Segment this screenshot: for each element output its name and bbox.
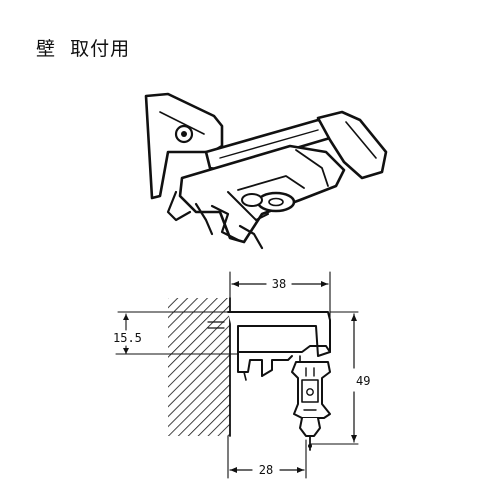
dimension-offset-label: 15.5 [113,331,142,345]
bracket-perspective-sketch [144,92,388,250]
bracket-profile [207,311,331,381]
dimension-bottom-width-label: 28 [259,463,273,477]
dimension-top-width-label: 38 [272,277,286,291]
wall-hatching [168,298,230,436]
page-title: 壁 取付用 [36,38,131,60]
dimension-height-label: 49 [356,374,370,388]
extension-lines [117,271,359,479]
rail-section [291,361,331,451]
dimension-top-width: 38 [231,277,329,291]
dimension-offset: 15.5 [113,313,239,355]
dimension-bottom-width: 28 [229,463,305,477]
bracket-section-drawing: 38 28 49 [113,271,370,479]
dimension-annotations: 38 28 49 [113,277,370,477]
dimension-height: 49 [351,313,370,443]
